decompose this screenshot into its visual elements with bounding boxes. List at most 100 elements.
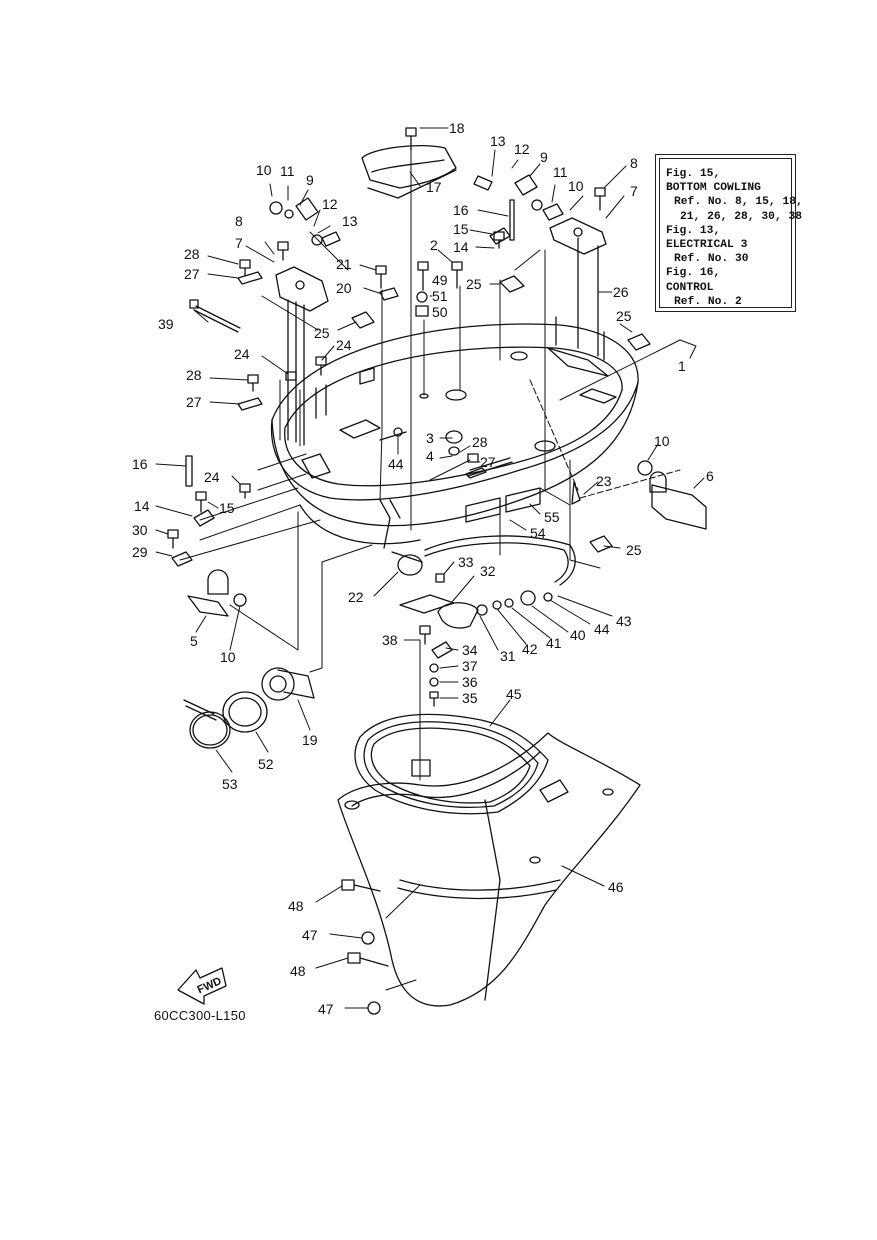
callout: 13 (490, 133, 506, 149)
callout: 36 (462, 674, 478, 690)
clamp-parts (183, 691, 268, 749)
callout: 52 (258, 756, 274, 772)
callout: 24 (336, 337, 352, 353)
ref-line: Fig. 16, (666, 267, 721, 280)
callout: 38 (382, 632, 398, 648)
ref-line: Ref. No. 30 (674, 253, 749, 266)
callout: 50 (432, 304, 448, 320)
ref-line: Ref. No. 8, 15, 18, (674, 196, 803, 209)
callout: 34 (462, 642, 478, 658)
callout: 43 (616, 613, 632, 629)
callout: 47 (318, 1001, 334, 1017)
callout: 44 (594, 621, 610, 637)
callout: 17 (426, 179, 442, 195)
callout: 48 (288, 898, 304, 914)
callout: 11 (553, 164, 568, 180)
callout: 16 (453, 202, 469, 218)
grommets (351, 275, 651, 553)
callout: 44 (388, 456, 404, 472)
callout: 9 (540, 149, 548, 165)
callout: 14 (453, 239, 469, 255)
callout: 28 (184, 246, 200, 262)
callout: 2 (430, 237, 438, 253)
top-plate-part (361, 144, 457, 199)
callout: 3 (426, 430, 434, 446)
ref-line: CONTROL (666, 281, 714, 294)
callout: 9 (306, 172, 314, 188)
fwd-arrow-icon (177, 967, 227, 1005)
callout: 25 (626, 542, 642, 558)
callout: 26 (613, 284, 629, 300)
reference-box: Fig. 15, BOTTOM COWLING Ref. No. 8, 15, … (655, 154, 803, 312)
callout: 18 (449, 120, 465, 136)
callout: 10 (220, 649, 236, 665)
callout: 29 (132, 544, 148, 560)
callout: 27 (186, 394, 202, 410)
callout: 51 (432, 288, 448, 304)
callout: 4 (426, 448, 434, 464)
callout: 14 (134, 498, 150, 514)
assembly-lines (179, 149, 697, 991)
callout: 12 (514, 141, 530, 157)
callout: 11 (280, 163, 295, 179)
callout: 42 (522, 641, 538, 657)
ref-line: Fig. 13, (666, 224, 721, 237)
callout: 15 (453, 221, 469, 237)
callout: 7 (235, 235, 243, 251)
callout: 27 (184, 266, 200, 282)
callout: 24 (204, 469, 220, 485)
callout: 45 (506, 686, 522, 702)
callout: 30 (132, 522, 148, 538)
drawing-code: 60CC300-L150 (154, 1008, 246, 1023)
bracket-right-part (473, 174, 607, 357)
callout: 8 (235, 213, 243, 229)
callout: 39 (158, 316, 174, 332)
callout: 13 (342, 213, 358, 229)
callout: 10 (654, 433, 670, 449)
holder-part-6 (637, 460, 707, 530)
callout: 53 (222, 776, 238, 792)
leader-lines (155, 127, 705, 1009)
callout: 5 (190, 633, 198, 649)
bottom-cowling-part (270, 316, 639, 545)
callout: 49 (432, 272, 448, 288)
callout: 54 (530, 525, 546, 541)
callout: 10 (568, 178, 584, 194)
callout: 1 (678, 358, 686, 374)
callout: 48 (290, 963, 306, 979)
callout: 21 (336, 256, 352, 272)
ref-line: Ref. No. 2 (674, 295, 742, 308)
ref-line: Fig. 15, (666, 168, 721, 180)
holder-part-19 (261, 667, 315, 701)
fasteners (167, 127, 606, 1015)
callout: 22 (348, 589, 364, 605)
callout: 20 (336, 280, 352, 296)
callout: 40 (570, 627, 586, 643)
callout: 35 (462, 690, 478, 706)
callout: 37 (462, 658, 478, 674)
callout: 47 (302, 927, 318, 943)
hose-part (391, 535, 576, 586)
cable-tie-part (189, 299, 241, 333)
callout: 19 (302, 732, 318, 748)
callout: 31 (500, 648, 516, 664)
callout: 10 (256, 162, 272, 178)
callout: 12 (322, 196, 338, 212)
callout: 8 (630, 155, 638, 171)
callout: 6 (706, 468, 714, 484)
callout: 16 (132, 456, 148, 472)
small-parts (171, 227, 581, 567)
sleeve-parts (399, 573, 553, 687)
callout: 28 (186, 367, 202, 383)
callout: 25 (616, 308, 632, 324)
callout: 46 (608, 879, 624, 895)
ref-line: 21, 26, 28, 30, 38 (680, 210, 803, 223)
rubber-seal-part (354, 713, 549, 815)
callout: 25 (466, 276, 482, 292)
callouts: 18 13 12 9 8 10 11 9 17 11 10 7 12 16 8 … (132, 120, 714, 1017)
callout: 7 (630, 183, 638, 199)
callout: 41 (546, 635, 562, 651)
reference-box-inner: Fig. 15, BOTTOM COWLING Ref. No. 8, 15, … (659, 158, 803, 308)
callout: 25 (314, 325, 330, 341)
